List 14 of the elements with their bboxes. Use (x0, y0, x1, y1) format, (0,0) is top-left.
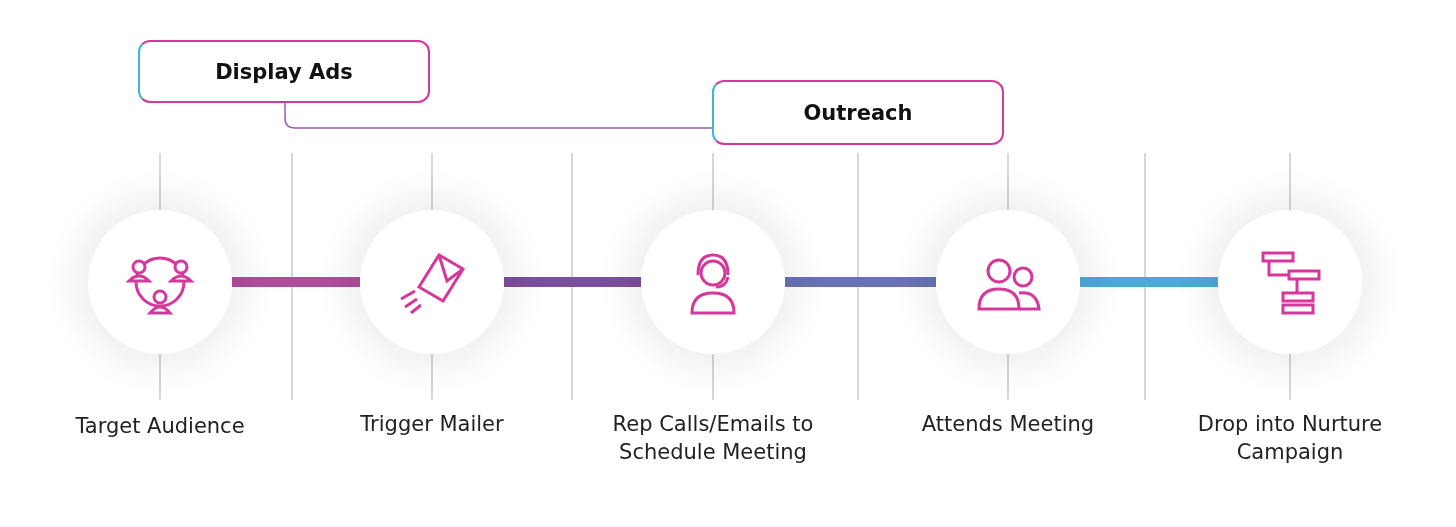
step-caption: Target Audience (74, 413, 246, 440)
step-caption: Trigger Mailer (359, 411, 505, 438)
connector-bar (1080, 277, 1218, 287)
step-caption: Rep Calls/Emails to Schedule Meeting (611, 411, 815, 467)
channel-box (712, 80, 1004, 145)
step-caption: Drop into Nurture Campaign (1196, 411, 1384, 467)
channel-label: Display Ads (215, 59, 353, 84)
channel-box (138, 40, 430, 103)
connector-bar (785, 277, 936, 287)
connector-bar (232, 277, 360, 287)
connector-bar (504, 277, 641, 287)
bracket-line (284, 102, 713, 129)
channel-label: Outreach (803, 100, 913, 125)
step-caption: Attends Meeting (920, 411, 1096, 438)
